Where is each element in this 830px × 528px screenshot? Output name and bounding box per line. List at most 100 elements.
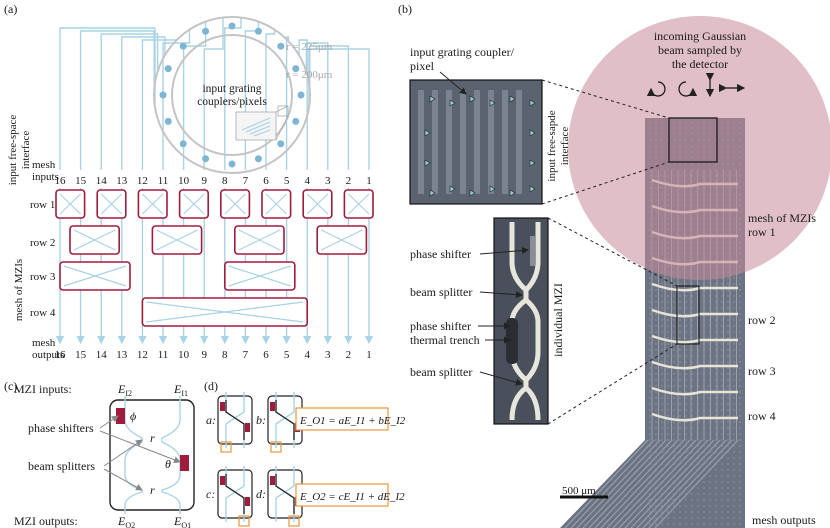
e-o2: EO2 <box>117 514 135 528</box>
beam-splitter-2-label: beam splitter <box>410 365 472 379</box>
input-number: 15 <box>75 175 87 187</box>
e-o1: EO1 <box>173 514 191 528</box>
phase-shifter-2-label: phase shifter <box>410 319 471 333</box>
mesh-label-2: row 1 <box>748 225 776 239</box>
side-label-fs-2: interface <box>20 131 32 170</box>
coef-b: b: <box>256 413 266 427</box>
e-i1: EI1 <box>173 382 188 398</box>
panel-a-label: (a) <box>4 2 17 16</box>
r-symbol-1: r <box>150 431 155 445</box>
beam-splitters-label: beam splitters <box>28 459 95 473</box>
fs-label-2: interface <box>559 127 571 166</box>
eq1: E_O1 = aE_I1 + bE_I2 <box>299 415 406 427</box>
output-number: 4 <box>304 349 310 361</box>
output-number: 15 <box>75 349 87 361</box>
input-number: 4 <box>304 175 310 187</box>
panel-c-label: (c) <box>4 379 17 393</box>
output-number: 6 <box>263 349 269 361</box>
output-number: 3 <box>325 349 331 361</box>
output-number: 1 <box>366 349 372 361</box>
center-label-1: input grating <box>202 83 261 95</box>
input-number: 11 <box>158 175 169 187</box>
gaussian-beam <box>568 16 830 280</box>
coef-d: d: <box>256 487 266 501</box>
beam-label-2: beam sampled by <box>658 43 742 57</box>
input-number: 13 <box>116 175 128 187</box>
eq2: E_O2 = cE_I1 + dE_I2 <box>299 491 405 503</box>
radius-outer: r = 225μm <box>286 41 333 53</box>
output-number: 7 <box>243 349 249 361</box>
grating-label-1: input grating coupler/ <box>410 45 515 59</box>
output-number: 13 <box>116 349 128 361</box>
panel-b-label: (b) <box>398 2 412 16</box>
theta-symbol: θ <box>165 457 171 471</box>
input-number: 10 <box>178 175 190 187</box>
row-label-2: row 2 <box>30 237 55 249</box>
input-number: 14 <box>96 175 108 187</box>
side-label-mesh: mesh of MZIs <box>13 259 25 321</box>
input-number: 12 <box>137 175 148 187</box>
mesh-outputs-2: outputs <box>32 349 64 361</box>
grating-label-2: pixel <box>410 59 435 73</box>
polarization-icons <box>646 72 746 98</box>
phi-symbol: ϕ <box>130 409 136 423</box>
mzi-mesh <box>55 189 374 327</box>
row-label-1: row 1 <box>30 199 55 211</box>
eq2-box <box>295 483 389 507</box>
mzi-inputs-label: MZI inputs: <box>14 382 72 396</box>
mesh-inputs-1: mesh <box>32 159 56 171</box>
row2-label: row 2 <box>748 313 776 327</box>
input-number: 2 <box>346 175 352 187</box>
phase-shifters-label: phase shifters <box>28 421 94 435</box>
eq1-box <box>295 407 389 431</box>
input-number: 9 <box>201 175 207 187</box>
output-number: 14 <box>96 349 108 361</box>
phase-shifter-label: phase shifter <box>410 247 471 261</box>
row3-label: row 3 <box>748 364 776 378</box>
mesh-inputs-2: inputs <box>32 171 59 183</box>
input-number: 5 <box>284 175 290 187</box>
input-number: 7 <box>243 175 249 187</box>
input-number: 3 <box>325 175 331 187</box>
inner-ring <box>171 34 293 156</box>
row4-label: row 4 <box>748 409 776 423</box>
outer-ring <box>153 16 311 174</box>
beam-label-1: incoming Gaussian <box>654 29 746 43</box>
radius-inner: r = 200μm <box>286 69 333 81</box>
input-number: 16 <box>55 175 67 187</box>
mzi-detail: ϕ θ r r <box>109 396 195 514</box>
mesh-outputs-label: mesh outputs <box>752 513 816 527</box>
row-label-4: row 4 <box>30 307 56 319</box>
scale-label: 500 μm <box>562 485 596 497</box>
panel-d-diagrams <box>217 392 303 527</box>
output-number: 10 <box>178 349 190 361</box>
thermal-trench-label: thermal trench <box>410 333 480 347</box>
side-label-fs-1: input free-space <box>7 115 19 186</box>
coef-a: a: <box>206 413 216 427</box>
grating-zoom-box <box>668 117 718 163</box>
grating-coupler-icon <box>235 105 289 141</box>
output-number: 2 <box>346 349 352 361</box>
beam-label-3: the detector <box>672 57 728 71</box>
mzi-outputs-label: MZI outputs: <box>14 514 78 528</box>
mesh-label-1: mesh of MZIs <box>748 211 816 225</box>
grating-inset <box>409 79 543 205</box>
individual-mzi-label: individual MZI <box>551 283 565 357</box>
input-number: 1 <box>366 175 372 187</box>
beam-splitter-label: beam splitter <box>410 285 472 299</box>
output-number: 16 <box>55 349 67 361</box>
output-number: 9 <box>201 349 207 361</box>
output-number: 12 <box>137 349 148 361</box>
r-symbol-2: r <box>150 483 155 497</box>
e-i2: EI2 <box>117 382 132 398</box>
mesh-outputs-1: mesh <box>32 337 56 349</box>
fs-label-1: input free-sapde <box>546 110 558 181</box>
panel-d-label: (d) <box>204 379 218 393</box>
input-number: 6 <box>263 175 269 187</box>
mzi-zoom-box <box>676 285 700 345</box>
mzi-inset <box>493 217 549 425</box>
output-number: 5 <box>284 349 290 361</box>
